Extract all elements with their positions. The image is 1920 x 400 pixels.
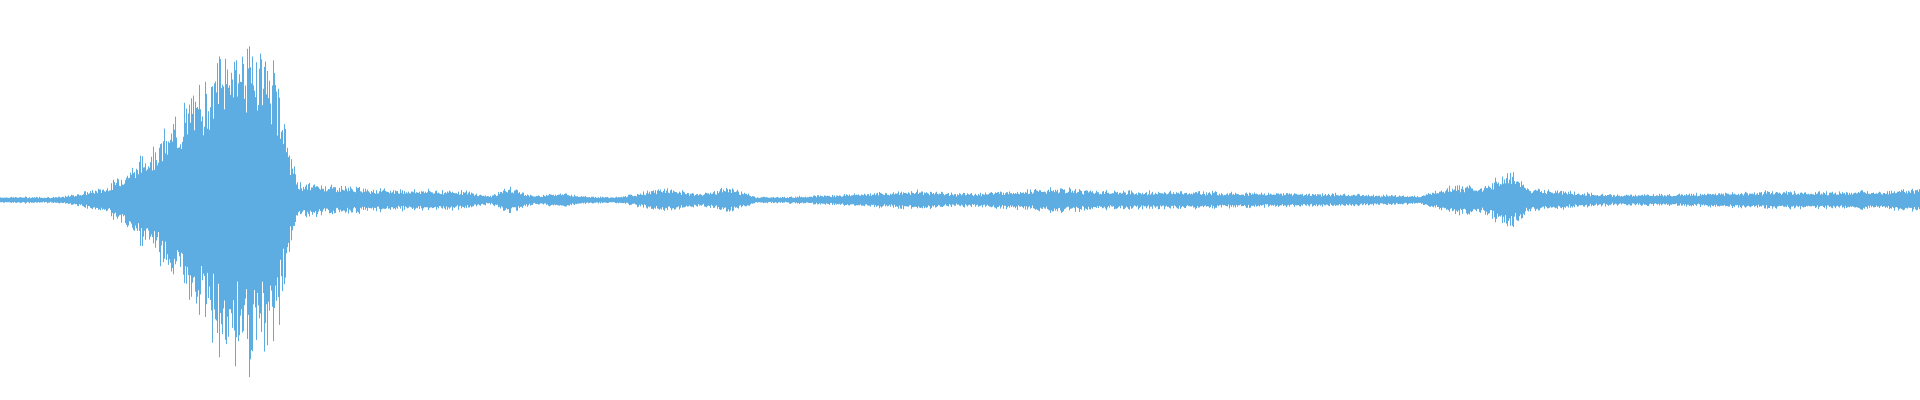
waveform-bars bbox=[0, 46, 1920, 378]
waveform-path bbox=[0, 46, 1920, 378]
